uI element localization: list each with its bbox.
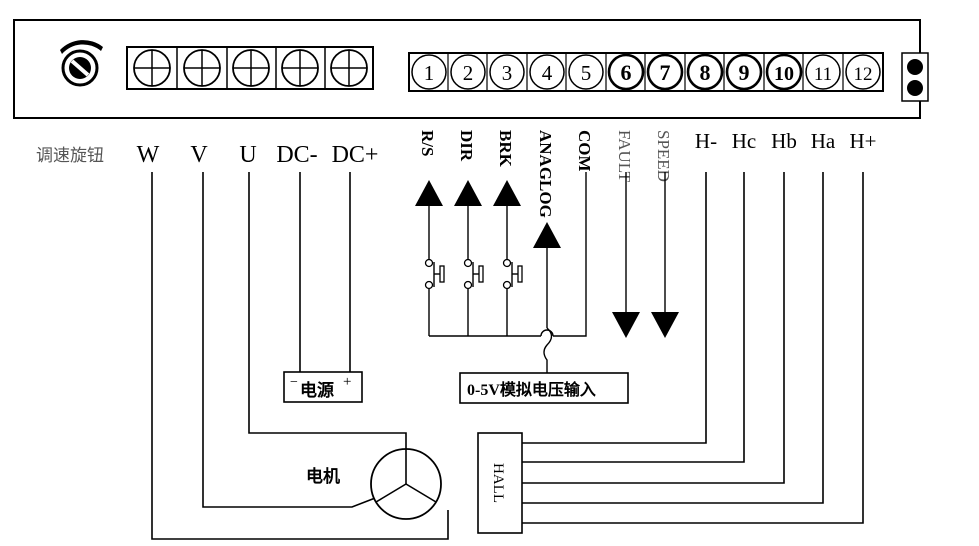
label-ha: Ha (811, 129, 836, 153)
arrow-rs-icon (415, 180, 443, 206)
label-dc-minus: DC- (276, 142, 317, 168)
terminal-number-6: 6 (621, 60, 632, 85)
terminal-number-3: 3 (502, 61, 513, 85)
power-supply-box (283, 371, 363, 403)
label-anaglog: ANAGLOG (536, 130, 555, 218)
analog-input-label: 0-5V模拟电压输入 (467, 380, 596, 399)
terminal-number-7: 7 (660, 60, 671, 85)
arrow-fault-icon (612, 312, 640, 338)
arrow-anaglog-icon (533, 222, 561, 248)
terminal-number-5: 5 (581, 61, 592, 85)
wire-u (248, 172, 407, 450)
signal-terminal-circles (411, 53, 881, 91)
switch-brk (502, 206, 523, 336)
label-dir: DIR (457, 130, 476, 162)
wire-ha (522, 172, 824, 504)
terminal-number-9: 9 (739, 60, 750, 85)
signal-terminal-numbers: 1 2 3 4 5 6 7 8 9 10 11 12 (424, 60, 873, 85)
label-u: U (239, 142, 256, 168)
terminal-number-10: 10 (774, 63, 794, 85)
switch-dir (463, 206, 484, 336)
switch-rs (424, 206, 445, 336)
terminal-screw-w (133, 49, 171, 87)
motor-icon (370, 448, 442, 520)
power-supply-label: 电源 (300, 380, 334, 400)
label-hb: Hb (771, 129, 797, 153)
terminal-screw-u (232, 49, 270, 87)
power-minus-sign: − (290, 375, 298, 390)
terminal-number-4: 4 (542, 61, 553, 85)
label-speed: SPEED (654, 130, 673, 182)
terminal-number-12: 12 (854, 64, 873, 85)
analog-input-box (459, 372, 629, 404)
arrow-brk-icon (493, 180, 521, 206)
knob-label: 调速旋钮 (36, 146, 104, 165)
label-rs: R/S (418, 130, 437, 156)
terminal-screw-dcminus (281, 49, 319, 87)
arrow-dir-icon (454, 180, 482, 206)
motor-label: 电机 (306, 466, 340, 486)
label-v: V (190, 142, 208, 168)
hall-label: HALL (490, 463, 506, 503)
speed-knob-icon (60, 40, 103, 87)
label-h-plus: H+ (849, 129, 876, 153)
wire-hc (522, 172, 745, 463)
signal-terminal-block (408, 52, 884, 92)
terminal-number-1: 1 (424, 61, 435, 85)
wire-com-hop (540, 329, 554, 337)
indicator-led-icon (901, 52, 929, 102)
label-fault: FAULT (615, 130, 634, 183)
power-terminal-screws (133, 47, 368, 89)
arrow-speed-icon (651, 312, 679, 338)
label-h-minus: H- (695, 129, 717, 153)
terminal-screw-v (183, 49, 221, 87)
label-dc-plus: DC+ (332, 142, 379, 168)
wire-h-minus (522, 172, 707, 444)
terminal-screw-dcplus (330, 49, 368, 87)
label-brk: BRK (496, 130, 515, 168)
hall-sensor-box (477, 432, 523, 534)
wire-w (151, 172, 449, 540)
terminal-number-8: 8 (700, 60, 711, 85)
wire-anaglog-curve (543, 327, 553, 373)
terminal-number-2: 2 (463, 61, 474, 85)
label-hc: Hc (732, 129, 757, 153)
wire-h-plus (522, 172, 864, 524)
wire-v (202, 172, 407, 508)
input-arrows (415, 180, 561, 248)
output-arrows (612, 172, 679, 338)
wire-com (553, 172, 587, 337)
power-plus-sign: + (343, 374, 351, 390)
label-w: W (137, 142, 160, 168)
wire-hb (522, 172, 785, 484)
label-com: COM (575, 130, 594, 172)
terminal-number-11: 11 (814, 64, 832, 85)
